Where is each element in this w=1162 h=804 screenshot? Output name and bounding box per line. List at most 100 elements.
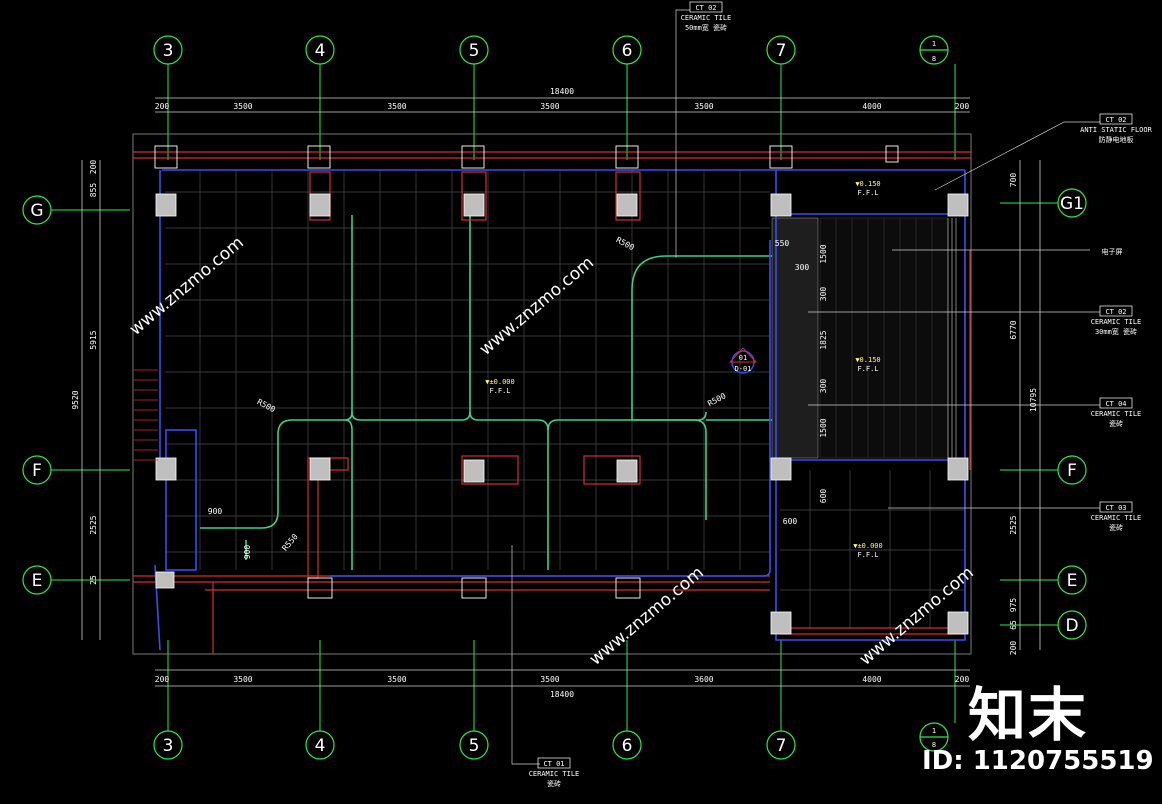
room-dimension: 900 (243, 545, 252, 560)
left-dim-part: 25 (89, 575, 98, 585)
pilasters (154, 145, 899, 599)
section-marker-bottom: D-01 (735, 365, 752, 373)
callout-code-box (1099, 305, 1133, 317)
top-dim-segment: 200 (955, 102, 970, 111)
watermark-site-text: www.znzmo.com (126, 233, 248, 340)
floor-level-ffl: F.F.L (857, 365, 878, 373)
grid-row-label-left: G (30, 201, 43, 221)
room-dimension: 550 (775, 239, 790, 248)
grid-column-label-top: 7 (776, 41, 787, 61)
tile-inlay-paths (200, 215, 772, 570)
callout-chinese: 电子屏 (1102, 247, 1123, 256)
radius-label: R500 (256, 397, 277, 414)
grid-row-label-right: G1 (1060, 194, 1084, 214)
structural-columns (155, 193, 969, 635)
top-dim-segment: 4000 (862, 102, 881, 111)
right-dim-part: 6770 (1009, 320, 1018, 339)
callout-english: CERAMIC TILE (681, 14, 732, 22)
room-dimension: 1500 (819, 418, 828, 437)
top-dim-segment: 3500 (233, 102, 252, 111)
room-dimension: 600 (783, 517, 798, 526)
stone-strip (771, 217, 819, 459)
room-dimension: 600 (819, 489, 828, 504)
room-dimension: 300 (819, 287, 828, 302)
grid-column-label-bottom: 6 (622, 736, 633, 756)
room-dimension: 300 (819, 379, 828, 394)
floor-level-value: ▼±0.000 (853, 542, 883, 550)
right-dim-part: 65 (1009, 620, 1018, 630)
screen-fins (947, 218, 957, 458)
grid-column-label-top: 5 (469, 41, 480, 61)
section-marker-top: 01 (739, 354, 747, 362)
grid-column-end-bottom: 1 (932, 727, 936, 735)
bottom-dim-total: 18400 (550, 690, 574, 699)
grid-row-label-left: F (32, 461, 42, 481)
watermark-id: ID: 1120755519 (922, 746, 1154, 776)
top-dim-segment: 200 (155, 102, 170, 111)
grid-column-end-top: 1 (932, 40, 936, 48)
top-dim-segment: 3500 (694, 102, 713, 111)
grid-row-label-right: E (1067, 571, 1078, 591)
grid-column-label-bottom: 5 (469, 736, 480, 756)
left-dim-overall: 9520 (71, 390, 80, 409)
callout-english: ANTI STATIC FLOOR (1080, 126, 1152, 134)
stair-hatch (134, 369, 158, 461)
callout-chinese: 瓷砖 (1109, 419, 1123, 428)
floor-level-value: ▼0.150 (855, 180, 880, 188)
grid-column-label-top: 4 (315, 41, 326, 61)
watermark-logo: 知末 (968, 681, 1089, 749)
floor-level-ffl: F.F.L (857, 551, 878, 559)
grid-column-label-bottom: 7 (776, 736, 787, 756)
bottom-dim-segment: 3500 (233, 675, 252, 684)
callout-code: CT 02 (1105, 116, 1126, 124)
callout-english: CERAMIC TILE (1091, 318, 1142, 326)
grid-column-label-top: 3 (163, 41, 174, 61)
callout-code: CT 04 (1105, 400, 1126, 408)
right-dim-part: 200 (1009, 641, 1018, 656)
room-dimension: 1500 (819, 244, 828, 263)
left-dim-part: 2525 (89, 515, 98, 534)
drawing-boundary (132, 133, 972, 655)
room-dimension: 900 (208, 507, 223, 516)
grid-row-label-left: E (32, 571, 43, 591)
floor-level-value: ▼±0.000 (485, 378, 515, 386)
section-marker: 01 D-01 (728, 347, 758, 374)
callout-code: CT 02 (695, 4, 716, 12)
radius-label: R500 (706, 391, 727, 408)
callout-chinese: 防静电地板 (1099, 135, 1134, 144)
callout-english: CERAMIC TILE (1091, 410, 1142, 418)
grid-row-label-right: D (1065, 616, 1078, 636)
room-dimension: 300 (795, 263, 810, 272)
leader-lines (511, 9, 1100, 765)
grid-column-label-bottom: 3 (163, 736, 174, 756)
callout-english: CERAMIC TILE (1091, 514, 1142, 522)
callout-code: CT 02 (1105, 308, 1126, 316)
left-dim-part: 5915 (89, 330, 98, 349)
callout-code-box (1099, 501, 1133, 513)
floor-level-ffl: F.F.L (857, 189, 878, 197)
right-dim-part: 700 (1009, 173, 1018, 188)
right-dim-overall: 10795 (1029, 388, 1038, 412)
callout-chinese: 30mm宽 瓷砖 (1095, 327, 1137, 336)
top-dim-segment: 3500 (540, 102, 559, 111)
floor-level-ffl: F.F.L (489, 387, 510, 395)
callout-code: CT 03 (1105, 504, 1126, 512)
callout-code: CT 01 (543, 760, 564, 768)
floor-level-value: ▼0.150 (855, 356, 880, 364)
top-dim-segment: 3500 (387, 102, 406, 111)
bottom-dim-segment: 3600 (694, 675, 713, 684)
dimension-lines (81, 97, 1041, 687)
grid-column-label-bottom: 4 (315, 736, 326, 756)
top-dim-total: 18400 (550, 87, 574, 96)
watermark-site-text: www.znzmo.com (476, 253, 598, 360)
grid-column-end-bottom: 8 (932, 741, 936, 749)
callout-chinese: 瓷砖 (1109, 523, 1123, 532)
right-dim-part: 975 (1009, 598, 1018, 613)
grid-column-label-top: 6 (622, 41, 633, 61)
right-dim-part: 2525 (1009, 515, 1018, 534)
left-dim-part: 200 (89, 160, 98, 175)
callout-english: CERAMIC TILE (529, 770, 580, 778)
anti-static-floor-pattern (819, 217, 949, 459)
callout-chinese: 瓷砖 (547, 779, 561, 788)
